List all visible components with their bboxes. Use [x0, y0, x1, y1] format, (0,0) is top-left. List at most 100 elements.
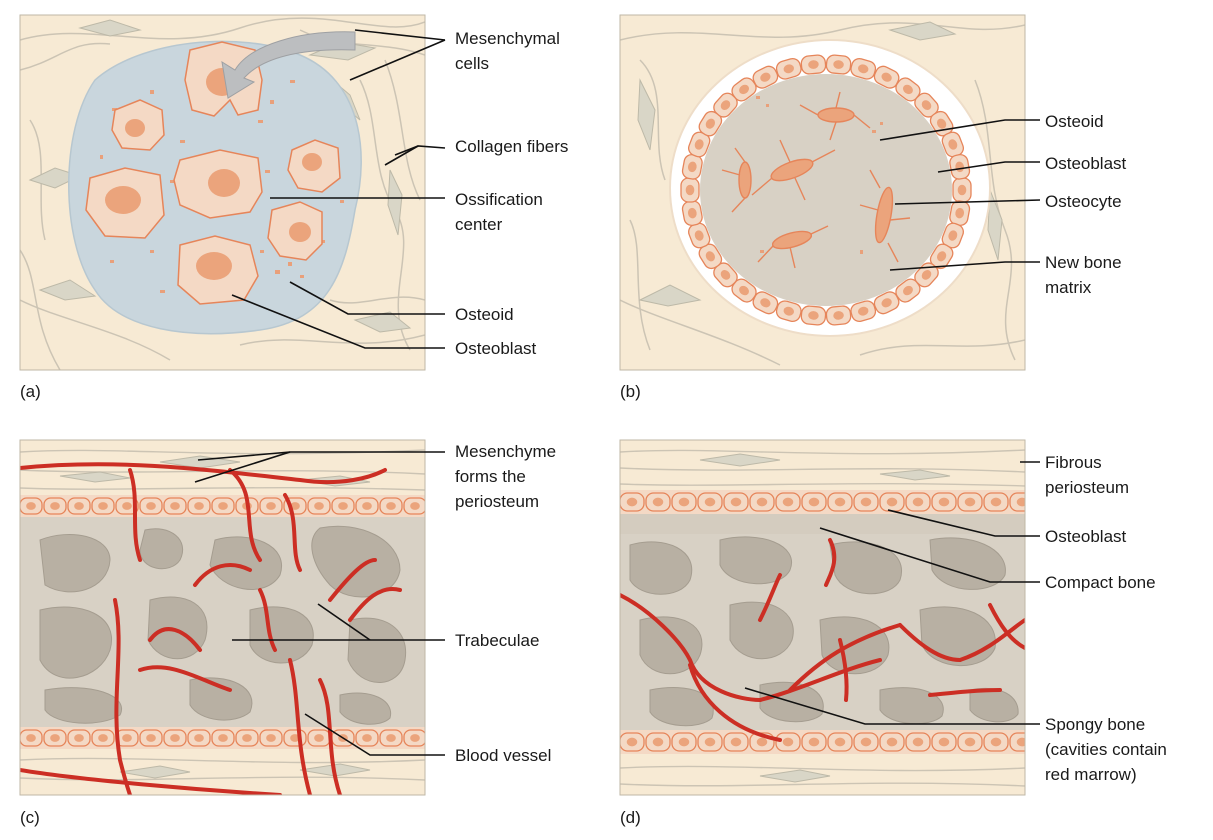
osteoblast-cell [698, 243, 723, 270]
osteoblast-cell [287, 139, 341, 193]
osteoblast-cell [379, 729, 403, 747]
panel-a-osteoblasts [85, 41, 341, 305]
osteoblast-cell [620, 492, 645, 512]
panel-c-leader-lines [194, 451, 445, 756]
osteocyte [859, 169, 911, 263]
osteoblast-cell [879, 732, 905, 752]
osteoblast-cell [723, 492, 749, 512]
label-mesenchyme-line2: forms the [455, 467, 526, 486]
label-osteoid-b: Osteoid [1045, 112, 1104, 131]
label-blood-vessel: Blood vessel [455, 746, 551, 765]
osteocyte [751, 139, 836, 201]
osteoblast-cell [235, 729, 259, 747]
osteoblast-cell [801, 492, 827, 512]
panel-d-fibrous-layers [620, 449, 1025, 787]
label-compact-bone: Compact bone [1045, 573, 1156, 592]
osteoblast-cell [895, 278, 921, 303]
osteoblast-cell [957, 732, 983, 752]
osteoblast-cell [331, 497, 355, 515]
panel-b-mesenchymal-cells [637, 21, 1003, 307]
osteoblast-cell [1009, 732, 1025, 752]
osteoblast-cell [697, 492, 723, 512]
osteoblast-cell [211, 729, 235, 747]
osteoblast-cell [949, 200, 971, 227]
panel-c-labels: Mesenchyme forms the periosteum Trabecul… [20, 442, 556, 827]
osteoblast-cell [620, 732, 645, 752]
osteoblast-cell [713, 262, 738, 288]
osteoblast-cell [111, 99, 165, 151]
osteoblast-cell [879, 492, 905, 512]
label-fibrous-periosteum-line2: periosteum [1045, 478, 1129, 497]
osteoblast-cell [873, 291, 900, 315]
osteoblast-row-top [20, 497, 425, 515]
osteoblast-cell [775, 492, 801, 512]
osteoblast-cell [173, 149, 263, 219]
panel-a-labels: Mesenchymal cells Collagen fibers Ossifi… [20, 29, 568, 401]
osteoblast-cell [853, 492, 879, 512]
osteoblast-cell [403, 497, 425, 515]
label-new-bone-matrix-line1: New bone [1045, 253, 1122, 272]
osteoblast-cell [645, 732, 671, 752]
osteoblast-cell [187, 497, 211, 515]
osteoblast-cell [67, 729, 91, 747]
osteoblast-cell [853, 732, 879, 752]
osteoblast-cell [139, 729, 163, 747]
panel-b-leader-lines [879, 119, 1041, 271]
label-osteoid-a: Osteoid [455, 305, 514, 324]
osteoblast-cell [801, 732, 827, 752]
osteoblast-cell [681, 153, 703, 180]
panel-b-labels: Osteoid Osteoblast Osteocyte New bone ma… [620, 112, 1127, 401]
osteocyte [799, 91, 871, 141]
osteoblast-cell [850, 57, 877, 80]
osteoblast-row-bottom [20, 729, 425, 747]
osteoblast-cell [115, 729, 139, 747]
caption-d: (d) [620, 808, 641, 827]
osteoblast-cell [941, 131, 964, 158]
osteoblast-row-top-d [620, 492, 1025, 512]
osteoblast-cell [355, 497, 379, 515]
label-ossification-center-line1: Ossification [455, 190, 543, 209]
label-spongy-bone-line1: Spongy bone [1045, 715, 1145, 734]
osteoblast-cell [85, 167, 165, 239]
differentiation-arrow [221, 31, 356, 99]
panel-a-mesenchymal-cells [28, 19, 412, 333]
osteoblast-cell [775, 732, 801, 752]
osteoblast-cell [983, 492, 1009, 512]
osteoblast-cell [983, 732, 1009, 752]
label-mesenchymal-cells-line2: cells [455, 54, 489, 73]
osteoblast-cell [749, 732, 775, 752]
osteoblast-cell [267, 201, 323, 261]
osteoblast-cell [895, 77, 921, 102]
osteoblast-cell [307, 497, 331, 515]
osteoblast-cell [941, 222, 964, 249]
osteoid-matrix-region [700, 74, 952, 306]
osteoblast-cell [827, 492, 853, 512]
osteoblast-cell [43, 729, 67, 747]
osteoblast-cell [731, 278, 757, 303]
osteoblast-cell [850, 300, 877, 323]
panel-b-osteoid-secretion: Osteoid Osteoblast Osteocyte New bone ma… [619, 14, 1127, 401]
osteoblast-cell [697, 732, 723, 752]
caption-b: (b) [620, 382, 641, 401]
osteoblast-cell [825, 54, 852, 75]
osteoblast-cell [825, 305, 852, 326]
osteoblast-cell [952, 177, 972, 203]
osteoblast-cell [187, 729, 211, 747]
label-osteoblast-a: Osteoblast [455, 339, 537, 358]
osteoblast-cell [259, 729, 283, 747]
label-mesenchyme-line3: periosteum [455, 492, 539, 511]
panel-c-mesenchymal-cells [59, 455, 371, 779]
panel-c-fibrous-layers [20, 449, 425, 781]
osteoblast-cell [139, 497, 163, 515]
label-collagen-fibers: Collagen fibers [455, 137, 568, 156]
osteoblast-cell [177, 235, 259, 305]
label-trabeculae: Trabeculae [455, 631, 539, 650]
osteoblast-cell [355, 729, 379, 747]
osteoblast-cell [20, 729, 43, 747]
osteoblast-cell [163, 497, 187, 515]
label-osteoblast-b: Osteoblast [1045, 154, 1127, 173]
osteoblast-cell [671, 732, 697, 752]
osteoblast-cell [307, 729, 331, 747]
panel-d-frame [619, 439, 1026, 796]
